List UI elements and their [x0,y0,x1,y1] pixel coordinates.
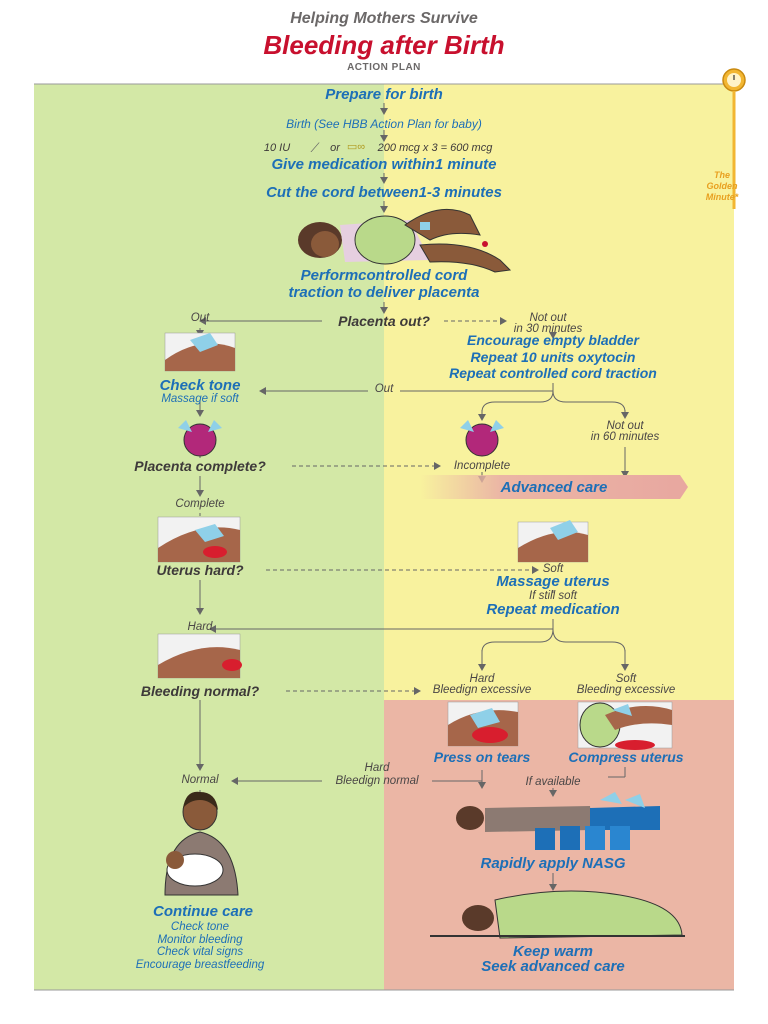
breastfeeding-illustration [164,791,239,896]
not-out-30-line-1: Not out [529,312,567,324]
prepare-for-birth: Prepare for birth [325,86,443,103]
care-item-check-vital-signs: Check vital signs [156,946,244,958]
golden-minute-line-1: The [713,170,730,180]
supertitle: Helping Mothers Survive [290,10,478,27]
bleeding-normal-question: Bleeding normal? [140,683,260,699]
hard-excessive-line-2: Bleedign excessive [432,684,532,696]
rapidly-apply-nasg: Rapidly apply NASG [480,855,626,872]
if-available-label: If available [525,776,581,788]
incomplete-label: Incomplete [453,460,511,472]
cct-line-2: traction to deliver placenta [288,284,480,301]
complete-label: Complete [175,498,225,510]
hard-excessive-line-1: Hard [469,673,495,685]
dose-misoprostol: 200 mcg x 3 = 600 mcg [377,142,493,154]
press-on-tears-illustration [447,701,519,747]
massage-uterus-illustration [517,520,589,563]
golden-minute-line-3: Minute* [705,192,739,202]
massage-uterus: Massage uterus [496,573,610,590]
tablet-icon: ▭∞ [346,141,366,153]
page-title: Bleeding after Birth [263,30,505,60]
continue-care-list: Check tone Monitor bleeding Check vital … [136,921,265,971]
soft-excessive-line-2: Bleeding excessive [576,684,676,696]
care-item-check-tone: Check tone [170,921,230,933]
mother-lying-illustration [298,208,512,273]
placenta-out-question: Placenta out? [338,313,430,329]
encourage-bladder: Encourage empty bladder [467,332,639,348]
golden-minute-label: The Golden Minute* [706,170,739,203]
soft-excessive-line-1: Soft [615,673,637,685]
repeat-medication: Repeat medication [486,601,620,618]
massage-if-soft: Massage if soft [161,393,239,405]
press-on-tears: Press on tears [433,749,531,765]
bleeding-check-illustration [157,633,242,679]
repeat-cct: Repeat controlled cord traction [449,365,657,381]
dose-or: or [330,142,340,154]
advanced-care-band [420,475,688,499]
hard-normal-line-2: Bleedign normal [335,775,419,787]
out-label-left: Out [190,312,210,324]
golden-minute-timer-icon [722,68,746,209]
not-out-30-line-2: in 30 minutes [513,323,583,335]
birth-note: Birth (See HBB Action Plan for baby) [286,117,482,131]
care-item-encourage-breastfeeding: Encourage breastfeeding [135,958,265,971]
check-tone: Check tone [159,377,241,394]
abdomen-hand-illustration [164,332,236,372]
placenta-complete-question: Placenta complete? [134,458,266,474]
compress-uterus: Compress uterus [568,749,684,765]
nasg-illustration [456,792,660,850]
if-still-soft: If still soft [529,590,577,602]
compress-uterus-illustration [577,701,673,750]
keep-warm-illustration [430,890,685,939]
soft-label: Soft [542,563,564,575]
cut-the-cord: Cut the cord between1-3 minutes [266,184,502,201]
keep-warm: Keep warm [512,943,594,960]
care-item-monitor-bleeding: Monitor bleeding [157,933,243,946]
page-subtitle: ACTION PLAN [347,62,421,73]
seek-advanced-care: Seek advanced care [481,958,625,975]
yellow-zone [384,84,734,700]
continue-care: Continue care [152,903,254,920]
not-out-60-line-2: in 60 minutes [590,431,660,443]
out-label-mid: Out [374,383,394,395]
uterus-hard-question: Uterus hard? [156,562,244,578]
give-medication: Give medication within1 minute [271,156,497,173]
placenta-bowl-illustration [178,420,222,457]
repeat-oxytocin: Repeat 10 units oxytocin [470,349,636,365]
not-out-60-line-1: Not out [606,420,644,432]
uterus-check-illustration [157,516,241,563]
placenta-bowl-incomplete-illustration [460,420,504,457]
golden-minute-line-2: Golden [706,181,738,191]
advanced-care-label: Advanced care [500,479,608,496]
normal-label: Normal [181,774,219,786]
cct-line-1: Performcontrolled cord [300,267,468,284]
syringe-icon: ⟋ [310,140,320,155]
hard-label-left: Hard [187,621,213,633]
pink-zone [384,700,734,990]
dose-oxytocin: 10 IU [263,142,291,154]
hard-normal-line-1: Hard [364,762,390,774]
